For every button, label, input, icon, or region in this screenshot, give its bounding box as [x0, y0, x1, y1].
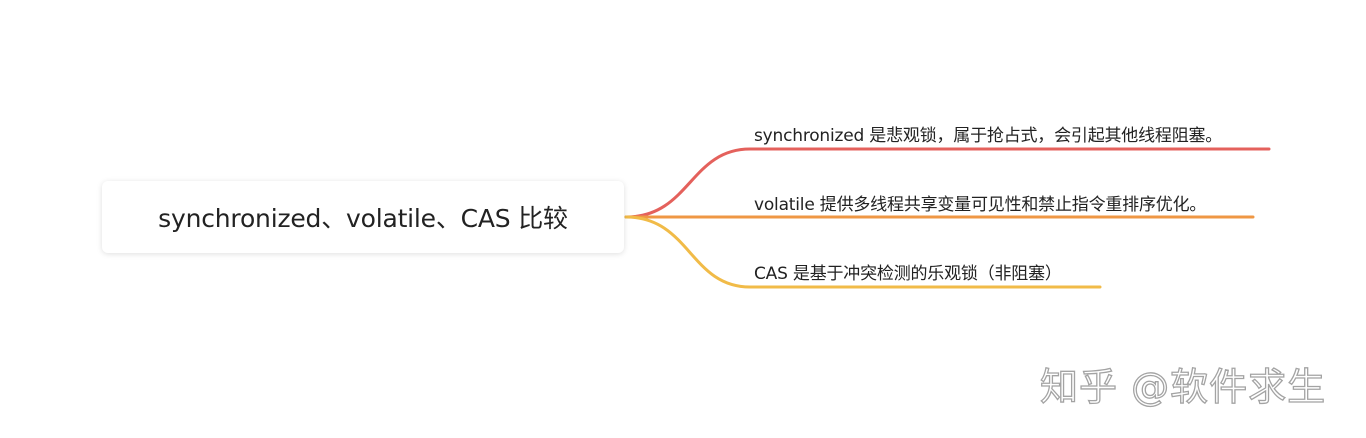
branch-label-cas[interactable]: CAS 是基于冲突检测的乐观锁（非阻塞） [754, 264, 1062, 284]
zhihu-watermark: 知乎 @软件求生 [1039, 364, 1327, 409]
branch-connector-3 [624, 215, 1102, 289]
branch-connector-1 [624, 147, 1271, 219]
root-node[interactable]: synchronized、volatile、CAS 比较 [102, 181, 624, 253]
branch-label-volatile[interactable]: volatile 提供多线程共享变量可见性和禁止指令重排序优化。 [754, 195, 1207, 215]
root-title: synchronized、volatile、CAS 比较 [158, 204, 568, 233]
branch-label-synchronized[interactable]: synchronized 是悲观锁，属于抢占式，会引起其他线程阻塞。 [754, 126, 1223, 146]
